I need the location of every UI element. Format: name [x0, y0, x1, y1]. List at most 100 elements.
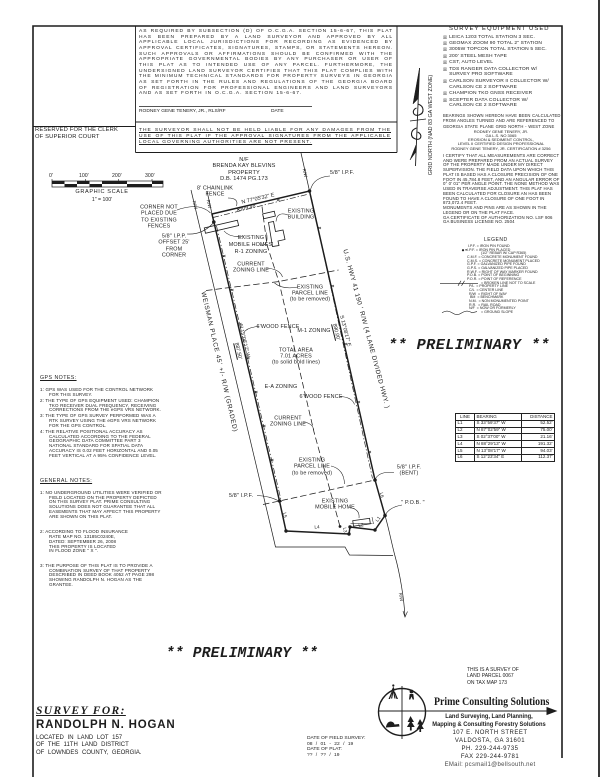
logo-trees: [406, 716, 415, 731]
bearings-note: BEARINGS SHOWN HEREON HAVE BEEN CALCULAT…: [443, 112, 561, 130]
company-logo: [377, 684, 558, 739]
gps-notes-title: GPS NOTES:: [40, 375, 77, 381]
existing-parcel-label-2: EXISTING PARCEL LINE (to be removed): [291, 457, 333, 477]
wood-fence-label-2: 6'WOOD FENCE: [299, 394, 343, 400]
scale-tick-200: 200': [112, 172, 122, 179]
ipp-offset-label: 5/8" I.P.P. OFFSET 25' FROM CORNER: [158, 233, 190, 259]
existing-building-shape: [268, 221, 286, 247]
equipment-row: ☒LEICA 1203 TOTAL STATION 3 SEC.: [443, 34, 535, 40]
mobile-home-2: [262, 210, 276, 220]
west-fence-line: [216, 225, 282, 503]
scale-bar: [51, 179, 164, 188]
corner-not-placed-label: CORNER NOT PLACED DUE TO EXISTING FENCES: [140, 204, 178, 230]
l4-label: L4: [314, 524, 320, 530]
company-name: Prime Consulting Solutions: [434, 694, 550, 708]
checkbox-checked-icon: ☒: [443, 47, 448, 53]
checkbox-checked-icon: ☒: [443, 91, 448, 97]
adjoiner-label: N/F BRENDA KAY BLEVINS PROPERTY D.B. 147…: [212, 156, 276, 183]
existing-parcel-lines: [205, 269, 376, 505]
existing-mobile-home-label: EXISTING MOBILE HOME: [315, 498, 355, 511]
line-cell: L3: [455, 433, 475, 442]
checkbox-checked-icon: ☒: [443, 53, 448, 59]
grid-north-label: GRID NORTH (NAD 83 GA WEST ZONE): [428, 74, 434, 176]
client-name: RANDOLPH N. HOGAN: [36, 719, 176, 731]
date-block: DATE OF FIELD SURVEY: 08 / 01 - 22 / 19 …: [307, 736, 366, 759]
equipment-row: ☒GEOMAX ZOOM 90 TOTAL 2" STATION: [443, 40, 543, 46]
line-cell: L6: [455, 453, 475, 462]
legend-symbols: [440, 249, 478, 315]
line-cell: L2: [455, 426, 475, 435]
pob-label: " P.O.B. ": [401, 499, 425, 506]
general-notes: GENERAL NOTES: 1: NO UNDERGROUND UTILITI…: [40, 478, 162, 587]
clerk-reservation-note: RESERVED FOR THE CLERK OF SUPERIOR COURT: [35, 127, 118, 140]
logo-kneeling-figure: [386, 721, 400, 728]
equipment-row: ☒SCEPTER DATA COLLECTOR W/ CARLSON CE 2 …: [443, 97, 528, 109]
logo-transit: [390, 686, 396, 699]
line-cell: L4: [455, 440, 475, 448]
scale-tick-300: 300': [145, 172, 155, 179]
m1-zoning-label: M-1 ZONING: [297, 327, 331, 334]
legend-ground-slope-symbol: [441, 310, 478, 315]
equipment-list: ☒LEICA 1203 TOTAL STATION 3 SEC. ☒GEOMAX…: [443, 35, 561, 110]
ipf-sw-label: 5/8" I.P.F.: [229, 492, 254, 499]
ipf-bent-label: 5/8" I.P.F. (BENT): [396, 464, 422, 477]
rw-arrow-end: [402, 610, 408, 618]
right-of-way-lines: [190, 152, 408, 618]
checkbox-checked-icon: ☒: [443, 66, 448, 72]
distance-cell: 52.52': [521, 419, 555, 428]
company-fax: FAX 229-244-9781: [460, 753, 520, 760]
checkbox-checked-icon: ☒: [443, 40, 448, 46]
line-cell: N 87°02'59" W: [474, 426, 522, 435]
distance-cell: 21.16': [521, 433, 555, 442]
sheet-border: [32, 0, 600, 777]
hwy-rw-extension: [300, 152, 310, 192]
date-plat-value: ?? / ?? / 19: [307, 753, 340, 759]
surveyor-credentials: RODNEY GENE TENERY, JR. GA L.S. NO 3065 …: [451, 128, 551, 151]
wood-fence-label-1: 6'WOOD FENCE: [256, 324, 300, 330]
company-tagline-2: Mapping & Consulting Forestry Solutions: [432, 720, 546, 728]
checkbox-checked-icon: ☒: [443, 34, 448, 40]
distance-cell: 75.00': [521, 426, 555, 435]
parcel-boundary: [211, 190, 386, 535]
line-cell: N 88°29'13" W: [474, 440, 522, 448]
checkbox-checked-icon: ☒: [443, 97, 448, 103]
company-tagline-1: Land Surveying, Land Planning,: [445, 712, 533, 720]
weisman-rw-line: [190, 189, 273, 533]
existing-mobile-homes-label: EXISTING MOBILE HOMES' R-1 ZONING: [228, 234, 274, 255]
date-field-survey-label: DATE OF FIELD SURVEY:: [307, 736, 366, 741]
legend-broken-line-symbol: [440, 280, 478, 286]
hwy-rw-south: [384, 515, 406, 618]
logo-surveyor-figure: [409, 689, 414, 694]
west-boundary-extension: [206, 190, 213, 215]
current-zoning-line-path: [261, 206, 341, 527]
preliminary-stamp-right: ** PRELIMINARY **: [388, 336, 550, 354]
preliminary-stamp-bottom: ** PRELIMINARY **: [165, 645, 319, 662]
scale-ratio: 1" = 100': [91, 196, 113, 203]
scale-tick-0: 0': [49, 172, 53, 179]
general-notes-title: GENERAL NOTES:: [40, 478, 93, 484]
certify-statement: I CERTIFY THAT ALL MEASUREMENTS ARE CORR…: [443, 153, 560, 225]
company-phone: PH. 229-244-9735: [461, 745, 519, 752]
chainlink-fence-label: 8' CHAINLINK FENCE: [196, 185, 234, 198]
equipment-row: ☒CHAMPION TKO GNSS RECEIVER: [443, 91, 533, 97]
checkbox-checked-icon: ☒: [443, 60, 448, 66]
legend-title: LEGEND: [484, 237, 508, 243]
structures: [203, 210, 374, 527]
legend-ipf-dot: [461, 249, 465, 252]
certification-text: AS REQUIRED BY SUBSECTION (D) OF O.C.G.A…: [139, 29, 393, 97]
equipment-row: ☒200' STEEL MESH TAPE: [443, 53, 508, 59]
line-cell: L5: [455, 446, 475, 455]
monument-pins: [212, 189, 387, 536]
mobile-home-3-ticks: [350, 516, 374, 525]
north-fence-line: [212, 194, 308, 218]
equipment-row: ☒CST, AUTO LEVEL: [443, 60, 494, 66]
distance-cell: 112.37': [521, 453, 555, 462]
current-zoning-label-1: CURRENT ZONING LINE: [232, 261, 270, 274]
